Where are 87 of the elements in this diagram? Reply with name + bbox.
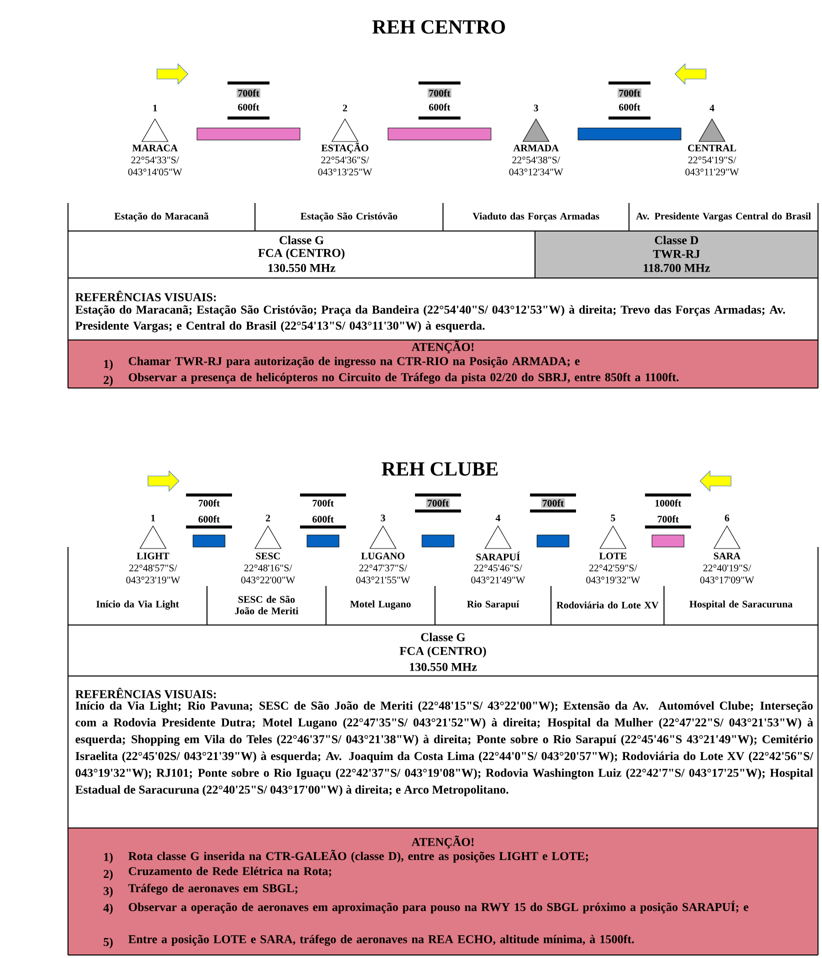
- waypoint-number: 2: [266, 514, 270, 522]
- landmark-cell: Viaduto das Forças Armadas: [472, 212, 600, 222]
- landmark-cell: Início da Via Light: [96, 600, 179, 610]
- altitude-label: 700ft: [541, 498, 565, 508]
- coordinates: 22°45'46"S/ 043°21'49"W: [471, 564, 526, 584]
- list-number: 4): [103, 904, 113, 914]
- list-item: Tráfego de aeronaves em SBGL;: [128, 884, 298, 895]
- list-item: Observar a operação de aeronaves em aproximação para pouso na RWY 15 do SBGL próximo a posição SARAPUÍ; e: [128, 900, 748, 914]
- waypoint-number: 1: [153, 104, 157, 112]
- section-title: REH CLUBE: [382, 462, 498, 476]
- landmark-cell: Rodoviária do Lote XV: [556, 601, 658, 609]
- waypoint-name: LOTE: [599, 552, 626, 560]
- coordinates: 22°54'33"S/ 043°14'05"W: [128, 156, 182, 176]
- waypoint-number: 4: [496, 514, 500, 522]
- section-heading: REFERÊNCIAS VISUAIS:: [75, 688, 216, 698]
- coordinates: 22°40'19"S/ 043°17'09"W: [700, 564, 754, 584]
- coordinates: 22°42'59"S/ 043°19'32"W: [586, 564, 640, 584]
- list-number: 2): [104, 376, 113, 386]
- waypoint-number: 3: [380, 514, 386, 522]
- altitude-label: 700ft: [236, 88, 260, 98]
- frequency-cell: Classe D TWR-RJ 118.700 MHz: [536, 232, 818, 278]
- waypoint-name: SARAPUÍ: [476, 552, 520, 560]
- altitude-label: 700ft: [428, 88, 452, 98]
- altitude-label: 600ft: [429, 103, 450, 111]
- list-item: Entre a posição LOTE e SARA, tráfego de aeronaves na REA ECHO, altitude mínima, à 1500ft.: [128, 934, 634, 946]
- waypoint-name: ESTAÇÃO: [321, 142, 368, 154]
- altitude-label: 600ft: [238, 103, 260, 111]
- altitude-label: 700ft: [426, 498, 450, 508]
- waypoint-name: SESC: [256, 552, 280, 560]
- warning-heading: ATENÇÃO!: [412, 340, 474, 354]
- waypoint-number: 1: [151, 514, 155, 522]
- waypoint-name: LIGHT: [136, 552, 170, 560]
- altitude-label: 700ft: [658, 515, 679, 523]
- route-bar: [388, 128, 492, 140]
- coordinates: 22°48'16"S/ 043°22'00"W: [241, 564, 296, 584]
- warning-heading: ATENÇÃO!: [412, 836, 474, 848]
- coordinates: 22°54'36"S/ 043°13'25"W: [318, 156, 372, 176]
- route-bar: [652, 534, 684, 548]
- landmark-cell: SESC de São João de Meriti: [235, 596, 298, 614]
- list-number: 1): [104, 360, 113, 370]
- frequency-cell: Classe G FCA (CENTRO) 130.550 MHz: [400, 632, 486, 672]
- list-item: Cruzamento de Rede Elétrica na Rota;: [128, 866, 332, 877]
- section-title: REH CENTRO: [372, 20, 505, 34]
- list-item: Chamar TWR-RJ para autorização de ingresso na CTR-RIO na Posição ARMADA; e: [128, 356, 580, 368]
- coordinates: 22°54'19"S/ 043°11'29"W: [685, 156, 739, 176]
- landmark-cell: Hospital de Saracuruna: [690, 600, 793, 610]
- list-number: 5): [104, 938, 113, 948]
- waypoint-number: 3: [534, 104, 538, 112]
- route-bar: [196, 128, 300, 140]
- coordinates: 22°54'38"S/ 043°12'34"W: [509, 156, 564, 176]
- waypoint-number: 6: [724, 514, 730, 522]
- waypoint-name: MARACA: [132, 144, 178, 152]
- altitude-label: 600ft: [198, 515, 220, 523]
- section-heading: REFERÊNCIAS VISUAIS:: [75, 290, 216, 302]
- route-bar: [192, 534, 226, 548]
- route-bar: [422, 534, 454, 548]
- altitude-label: 600ft: [312, 515, 334, 523]
- list-number: 3): [104, 886, 113, 898]
- coordinates: 22°48'57"S/ 043°23'19"W: [126, 564, 180, 584]
- landmark-cell: Estação São Cristóvão: [300, 212, 398, 222]
- landmark-cell: Motel Lugano: [350, 600, 411, 610]
- reference-paragraph: Início da Via Light; Rio Pavuna; SESC de São João de Meriti (22°48'15"S/ 43°22'00"W); Extensão da Av. Automóvel Clube; Interseção com a Rodovia Presidente Dutra; Motel Lugano (22°47'35"S/ 043°21'52"W) à direita; Hospital da Mulher (22°47'22"S/ 043°21'53"W) à esquerda; Shopping em Vila do Teles (22°46'37"S/ 043°21'38"W) à direita; Ponte sobre o Rio Sarapuí (22°45'46"S 43°21'49"W); Cemitério Israelita (22°45'02S/ 043°21'39"W) à esquerda; Av. Joaquim da Costa Lima (22°44'0"S/ 043°20'57"W); Rodoviária do Lote XV (22°42'56"S/ 043°19'32"W); RJ101; Ponte sobre o Rio Iguaçu (22°42'37"S/ 043°19'08"W); Rodovia Washington Luiz (22°42'7"S/ 043°17'25"W); Hospital Estadual de Saracuruna (22°40'25"S/ 043°17'00"W) à direita; e Arco Metropolitano.: [75, 701, 814, 796]
- list-number: 2): [104, 870, 113, 880]
- altitude-label: 600ft: [619, 103, 640, 111]
- altitude-label: 1000ft: [655, 499, 682, 507]
- waypoint-name: SARA: [714, 552, 741, 560]
- route-bar: [306, 534, 340, 548]
- landmark-cell: Av. Presidente Vargas Central do Brasil: [636, 212, 811, 222]
- route-bar: [536, 534, 570, 548]
- coordinates: 22°47'37"S/ 043°21'55"W: [356, 564, 410, 584]
- landmark-cell: Estação do Maracanã: [114, 212, 209, 222]
- waypoint-number: 5: [610, 514, 616, 522]
- list-item: Rota classe G inserida na CTR-GALEÃO (classe D), entre as posições LIGHT e LOTE;: [128, 850, 588, 863]
- landmark-cell: Rio Sarapuí: [467, 600, 520, 610]
- altitude-label: 700ft: [312, 499, 334, 507]
- waypoint-name: CENTRAL: [688, 144, 736, 152]
- altitude-label: 700ft: [198, 499, 220, 507]
- route-bar: [578, 128, 682, 140]
- frequency-cell: Classe G FCA (CENTRO) 130.550 MHz: [258, 236, 344, 272]
- list-item: Observar a presença de helicópteros no Circuito de Tráfego da pista 02/20 do SBRJ, entre 850ft a 1100ft.: [128, 372, 679, 384]
- waypoint-name: LUGANO: [361, 552, 404, 560]
- reference-paragraph: Estação do Maracanã; Estação São Cristóvão; Praça da Bandeira (22°54'40"S/ 043°12'53"W) à direita; Trevo das Forças Armadas; Av. Presidente Vargas; e Central do Brasil (22°54'13"S/ 043°11'30"W) à esquerda.: [75, 305, 785, 332]
- waypoint-number: 4: [710, 104, 714, 112]
- waypoint-name: ARMADA: [513, 144, 559, 152]
- list-number: 1): [104, 852, 113, 864]
- waypoint-number: 2: [342, 104, 348, 112]
- altitude-label: 700ft: [618, 88, 642, 98]
